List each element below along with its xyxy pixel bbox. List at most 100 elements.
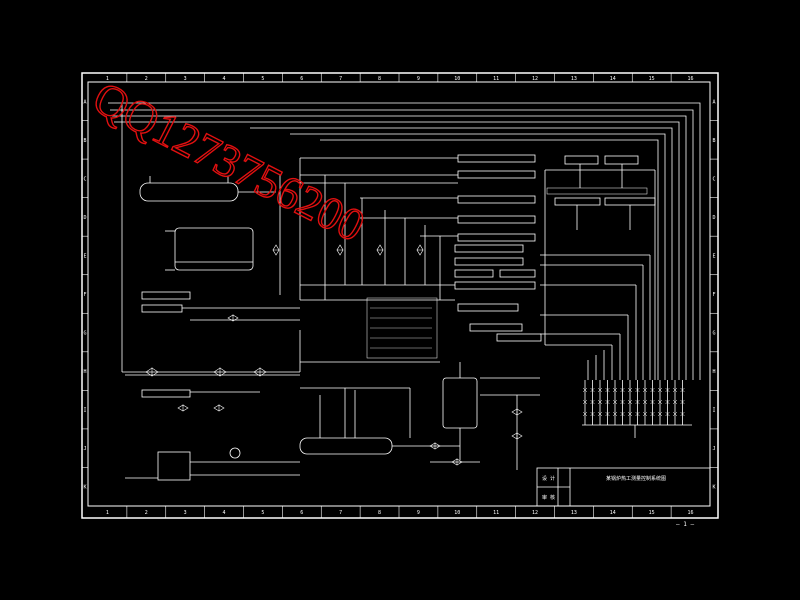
row-label: D: [712, 215, 715, 221]
row-label: B: [712, 138, 715, 144]
terminal-valve-mark: [582, 411, 588, 417]
terminal-valve-mark: [657, 411, 663, 417]
column-label: 1: [106, 76, 109, 82]
row-label: H: [83, 369, 86, 375]
column-label: 10: [454, 76, 460, 82]
row-label: H: [712, 369, 715, 375]
row-label: G: [712, 331, 715, 337]
row-label: E: [712, 253, 715, 259]
title-label-check: 审 核: [542, 494, 555, 501]
row-label: K: [712, 485, 715, 491]
schematic: [108, 102, 711, 507]
column-label: 12: [532, 76, 538, 82]
terminal-valve-mark: [665, 399, 670, 405]
column-label: 9: [417, 76, 420, 82]
terminal-valve-mark: [612, 387, 618, 393]
lower-left-tank: [157, 451, 191, 481]
column-label: 5: [261, 510, 264, 516]
row-label: I: [83, 408, 86, 414]
column-label: 13: [571, 510, 577, 516]
terminal-valve-mark: [612, 399, 618, 405]
vertical-vessel: [442, 377, 478, 429]
terminal-valve-mark: [650, 399, 655, 405]
lower-tank: [174, 227, 254, 271]
row-label: F: [83, 292, 86, 298]
terminal-valve-mark: [605, 411, 610, 417]
column-label: 8: [378, 76, 381, 82]
terminal-valve-mark: [680, 387, 685, 393]
terminal-valve-mark: [650, 387, 655, 393]
terminal-valve-mark: [590, 387, 595, 393]
terminal-valve-mark: [665, 387, 670, 393]
row-label: G: [83, 331, 86, 337]
column-label: 11: [493, 510, 499, 516]
terminal-valve-mark: [605, 399, 610, 405]
outer-frame: [81, 72, 719, 519]
row-label: D: [83, 215, 86, 221]
column-label: 5: [261, 76, 264, 82]
column-label: 15: [649, 76, 655, 82]
column-label: 11: [493, 76, 499, 82]
column-label: 7: [339, 510, 342, 516]
terminal-valve-mark: [627, 399, 633, 405]
terminal-valve-mark: [627, 411, 633, 417]
column-label: 7: [339, 76, 342, 82]
terminal-valve-mark: [590, 411, 595, 417]
column-label: 6: [300, 510, 303, 516]
row-label: J: [712, 446, 715, 452]
column-label: 8: [378, 510, 381, 516]
terminal-valve-mark: [650, 411, 655, 417]
terminal-valve-mark: [627, 387, 633, 393]
terminal-valve-mark: [672, 387, 678, 393]
inner-frame: [87, 81, 711, 507]
terminal-valve-mark: [635, 387, 640, 393]
column-label: 9: [417, 510, 420, 516]
valve-symbols: [145, 244, 523, 466]
column-label: 3: [184, 76, 187, 82]
column-label: 12: [532, 510, 538, 516]
terminal-valve-mark: [657, 387, 663, 393]
terminal-valve-mark: [665, 411, 670, 417]
terminal-valve-mark: [642, 399, 648, 405]
row-label: C: [712, 176, 715, 182]
terminal-valve-mark: [642, 411, 648, 417]
row-label: A: [83, 99, 86, 105]
column-label: 16: [688, 76, 694, 82]
column-label: 16: [688, 510, 694, 516]
terminal-valve-mark: [635, 411, 640, 417]
terminal-valve-mark: [672, 411, 678, 417]
terminal-valve-mark: [620, 411, 625, 417]
page-marker: — 1 —: [676, 521, 694, 528]
terminal-valve-mark: [597, 399, 603, 405]
column-label: 6: [300, 76, 303, 82]
terminal-valve-mark: [672, 399, 678, 405]
terminal-valve-mark: [582, 387, 588, 393]
row-label: E: [83, 253, 86, 259]
drawing-title: 某锅炉热工测量控制系统图: [606, 475, 666, 482]
terminal-valve-mark: [635, 399, 640, 405]
terminal-valve-mark: [582, 399, 588, 405]
column-label: 15: [649, 510, 655, 516]
column-label: 4: [223, 510, 226, 516]
column-label: 1: [106, 510, 109, 516]
terminal-valve-mark: [620, 399, 625, 405]
column-label: 14: [610, 76, 616, 82]
column-label: 2: [145, 76, 148, 82]
row-label: C: [83, 176, 86, 182]
column-label: 4: [223, 76, 226, 82]
column-label: 2: [145, 510, 148, 516]
terminal-valve-mark: [680, 411, 685, 417]
terminal-valve-mark: [680, 399, 685, 405]
terminal-valve-mark: [597, 387, 603, 393]
row-label: A: [712, 99, 715, 105]
terminal-valve-mark: [597, 411, 603, 417]
row-label: K: [83, 485, 86, 491]
row-label: F: [712, 292, 715, 298]
column-label: 10: [454, 510, 460, 516]
terminal-valve-mark: [642, 387, 648, 393]
